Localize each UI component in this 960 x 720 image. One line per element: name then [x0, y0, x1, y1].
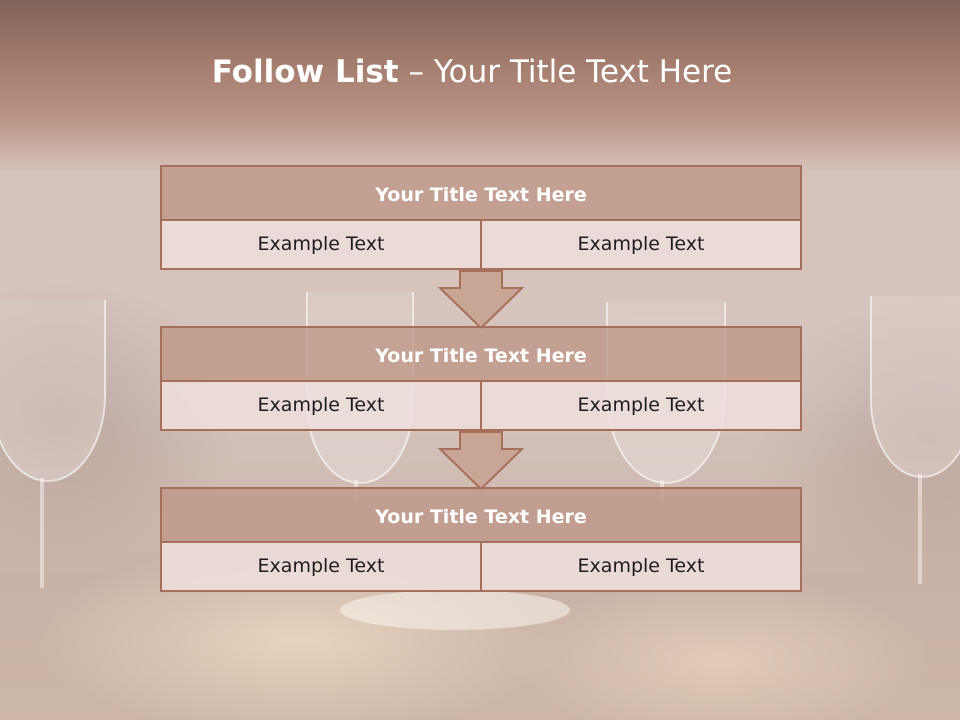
- list-block-3: Your Title Text Here Example Text Exampl…: [160, 487, 802, 592]
- down-arrow-icon: [438, 431, 524, 491]
- page-title: Follow List – Your Title Text Here: [0, 54, 944, 90]
- block-cell-left: Example Text: [160, 543, 482, 592]
- block-row: Example Text Example Text: [160, 221, 802, 270]
- wine-glass-right: [870, 296, 960, 478]
- block-cell-right: Example Text: [480, 382, 802, 431]
- page-title-rest: – Your Title Text Here: [398, 54, 733, 90]
- wine-glass-stem: [40, 478, 44, 588]
- page-title-strong: Follow List: [211, 54, 399, 90]
- block-title: Your Title Text Here: [160, 487, 802, 543]
- block-row: Example Text Example Text: [160, 382, 802, 431]
- block-cell-right: Example Text: [480, 221, 802, 270]
- list-block-1: Your Title Text Here Example Text Exampl…: [160, 165, 802, 270]
- wine-glass-left: [0, 300, 106, 482]
- block-title: Your Title Text Here: [160, 326, 802, 382]
- down-arrow-icon: [438, 270, 524, 330]
- block-cell-left: Example Text: [160, 382, 482, 431]
- block-title: Your Title Text Here: [160, 165, 802, 221]
- block-cell-right: Example Text: [480, 543, 802, 592]
- block-row: Example Text Example Text: [160, 543, 802, 592]
- list-block-2: Your Title Text Here Example Text Exampl…: [160, 326, 802, 431]
- block-cell-left: Example Text: [160, 221, 482, 270]
- plate: [340, 590, 570, 630]
- wine-glass-stem: [918, 474, 922, 584]
